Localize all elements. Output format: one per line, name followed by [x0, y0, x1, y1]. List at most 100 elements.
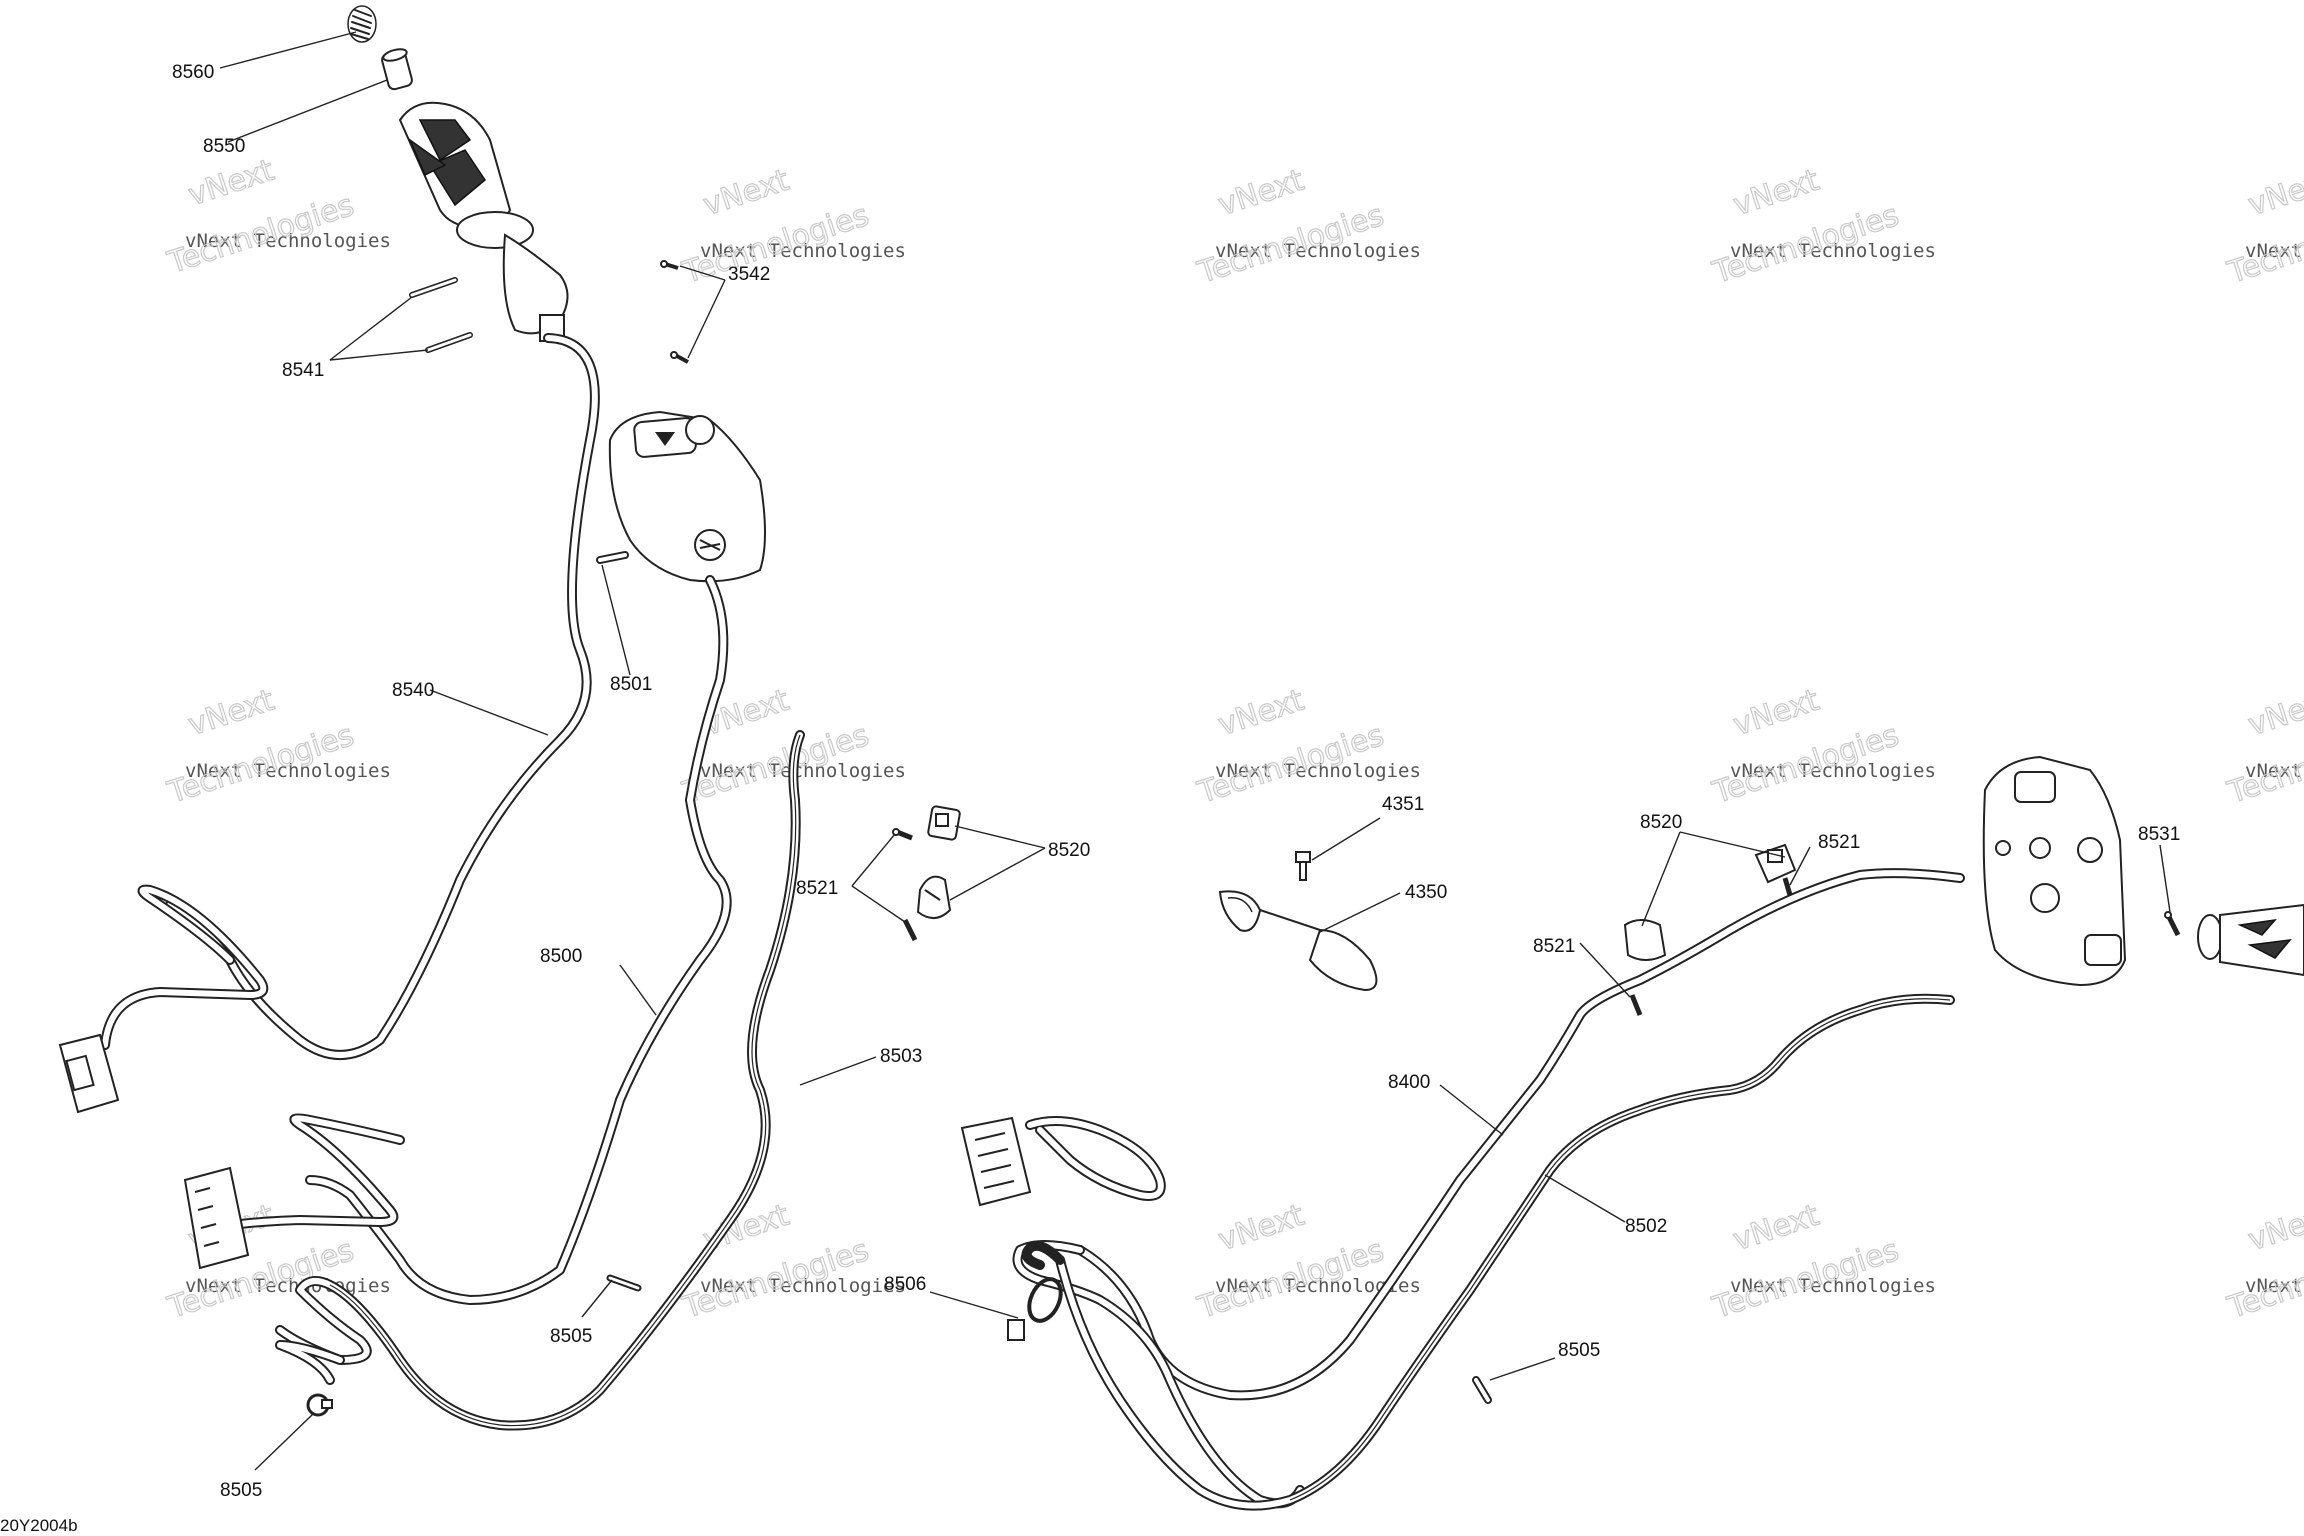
label-8521-left: 8521: [796, 878, 838, 899]
svg-text:vNext Technologies: vNext Technologies: [2245, 760, 2304, 782]
label-8506: 8506: [884, 1274, 926, 1295]
label-8502: 8502: [1625, 1216, 1667, 1237]
svg-text:vNext Technologies: vNext Technologies: [1730, 1275, 1936, 1297]
screw-8521-c: [1782, 877, 1793, 896]
part-labels: 8560 8550 8541 3542 8501 8540 8500 8503 …: [172, 62, 2180, 1501]
label-8520-right: 8520: [1640, 812, 1682, 833]
label-8531: 8531: [2138, 824, 2180, 845]
screw-4351: [1295, 851, 1311, 881]
bracket-4350: [1218, 890, 1378, 992]
label-8505-lower: 8505: [220, 1480, 262, 1501]
connector-right: [960, 1116, 1032, 1207]
label-8541: 8541: [282, 360, 324, 381]
watermark: vNext vNext Technologies Technologies: [162, 152, 391, 281]
clip-8520-a: [927, 805, 961, 841]
wire-8400: [1075, 868, 1965, 1401]
watermark: vNext vNext Technologies Technologies: [1707, 162, 1936, 291]
svg-text:vNext Technologies: vNext Technologies: [700, 1275, 906, 1297]
connector-upper-left: [58, 1033, 120, 1114]
watermark: vNext vNext Technologies Technologies: [1707, 682, 1935, 811]
harness-8502: [1055, 993, 1955, 1511]
svg-text:vNext Technologies: vNext Technologies: [1215, 1275, 1421, 1297]
svg-text:vNext Technologies: vNext Technologies: [185, 230, 391, 252]
heated-grip: [398, 101, 569, 342]
svg-text:vNext Technologies: vNext Technologies: [700, 760, 906, 782]
screw-3542-b: [670, 351, 689, 364]
label-8501: 8501: [610, 674, 652, 695]
clip-8520-d: [1623, 919, 1667, 961]
wire-loop-left-middle: [215, 1113, 405, 1233]
watermark: vNext vNext Technologies Technologies: [1707, 1197, 1936, 1326]
spring-8560: [347, 5, 377, 43]
label-8560: 8560: [172, 62, 214, 83]
label-8521-right-lower: 8521: [1533, 936, 1575, 957]
screw-8521-b: [902, 918, 918, 942]
right-grip: [2197, 903, 2304, 977]
wire-loop-right-upper: [1025, 1116, 1166, 1201]
label-8505-middle: 8505: [550, 1326, 592, 1347]
svg-text:vNext: vNext: [2244, 683, 2304, 743]
leader-lines: [219, 31, 2171, 1471]
label-4351: 4351: [1382, 794, 1424, 815]
svg-text:vNext: vNext: [2244, 163, 2304, 223]
watermark: vNext vNext Technologies Technologies: [2222, 1197, 2304, 1326]
left-switch-housing: [608, 410, 766, 583]
watermark: vNext vNext Technologies Technologies: [2222, 162, 2304, 291]
label-8505-right: 8505: [1558, 1340, 1600, 1361]
screw-8531: [2164, 911, 2181, 937]
svg-text:vNext: vNext: [2244, 1198, 2304, 1258]
watermark: vNext vNext Technologies Technologies: [677, 682, 906, 811]
label-8500: 8500: [540, 946, 582, 967]
watermark: vNext vNext Technologies Technologies: [1192, 1197, 1421, 1326]
svg-text:vNext Technologies: vNext Technologies: [700, 240, 906, 262]
tie-8506: [1007, 1277, 1063, 1341]
screw-8505-right: [1472, 1376, 1492, 1404]
label-8503: 8503: [880, 1046, 922, 1067]
svg-text:vNext: vNext: [699, 163, 793, 223]
watermark: vNext vNext Technologies Technologies: [1192, 162, 1421, 291]
label-3542: 3542: [728, 264, 770, 285]
watermark: vNext vNext Technologies Technologies: [1192, 682, 1420, 811]
harness-8503-end: [275, 1340, 345, 1385]
label-8540: 8540: [392, 680, 434, 701]
pin-8541-a: [409, 277, 458, 298]
svg-text:vNext: vNext: [1214, 683, 1308, 743]
label-8521-right-upper: 8521: [1818, 832, 1860, 853]
label-8400: 8400: [1388, 1072, 1430, 1093]
svg-text:vNext Technologies: vNext Technologies: [2245, 240, 2304, 262]
harness-8502-end: [1021, 1240, 1065, 1270]
wire-8500: [305, 575, 732, 1305]
screw-3542-a: [660, 260, 679, 270]
svg-text:vNext: vNext: [1729, 683, 1823, 743]
watermark-layer: vNext vNext Technologies Technologies vN…: [162, 152, 2304, 1326]
right-switch-housing: [1982, 755, 2127, 987]
svg-text:vNext: vNext: [1214, 163, 1308, 223]
svg-text:vNext Technologies: vNext Technologies: [1730, 240, 1936, 262]
connector-lower-left: [183, 1166, 250, 1270]
svg-text:vNext Technologies: vNext Technologies: [185, 760, 391, 782]
watermark: vNext vNext Technologies Technologies: [677, 162, 906, 291]
screw-8501: [596, 551, 629, 564]
sleeve-8550: [381, 48, 413, 91]
svg-text:vNext: vNext: [184, 153, 278, 213]
wire-8540: [165, 333, 600, 1060]
harness-8503: [275, 730, 805, 1431]
svg-text:vNext: vNext: [184, 683, 278, 743]
wire-loop-right: [1012, 1240, 1305, 1509]
clip-8520-c: [1754, 843, 1797, 884]
pin-8541-b: [425, 332, 473, 353]
svg-text:vNext Technologies: vNext Technologies: [1215, 240, 1421, 262]
svg-text:vNext: vNext: [1729, 163, 1823, 223]
clamp-8505-left: [306, 1393, 333, 1417]
watermark: vNext vNext Technologies Technologies: [162, 682, 391, 811]
screw-8521-a: [892, 828, 913, 841]
screw-8505-middle: [606, 1274, 642, 1292]
screw-8521-d: [1629, 994, 1643, 1016]
label-8520-left: 8520: [1048, 840, 1090, 861]
svg-text:vNext: vNext: [1729, 1198, 1823, 1258]
watermark: vNext vNext Technologies Technologies: [2222, 682, 2304, 811]
drawing-code: 20Y2004b: [0, 1516, 78, 1535]
svg-text:vNext: vNext: [1214, 1198, 1308, 1258]
clip-8520-b: [916, 875, 952, 919]
